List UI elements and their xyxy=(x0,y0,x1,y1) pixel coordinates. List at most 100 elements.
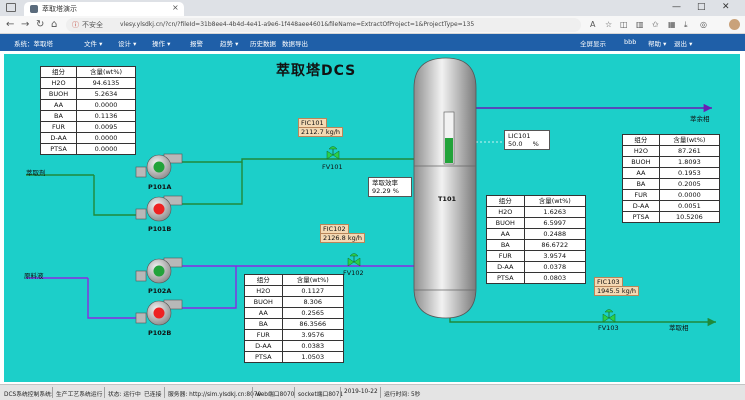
browser-tab-bar: 萃取塔演示 × — □ ✕ xyxy=(0,0,745,16)
content-cell: 0.0000 xyxy=(76,132,136,144)
component-cell: AA xyxy=(39,99,78,111)
p102b-label: P102B xyxy=(148,329,172,337)
p102a-label: P102A xyxy=(148,287,172,295)
tab-close-icon[interactable]: × xyxy=(172,3,179,12)
read-aloud-icon[interactable]: A xyxy=(590,20,596,29)
menu-export[interactable]: 数据导出 xyxy=(282,40,308,48)
content-cell: 0.1127 xyxy=(281,285,345,297)
menu-exit[interactable]: 退出 ▾ xyxy=(674,40,693,48)
window-close-icon[interactable]: ✕ xyxy=(722,2,730,12)
back-icon[interactable]: ← xyxy=(6,19,15,30)
menu-operate[interactable]: 操作 ▾ xyxy=(152,40,171,48)
valve-fv102[interactable] xyxy=(347,253,361,267)
valve-fv103[interactable] xyxy=(602,309,616,323)
component-cell: BUOH xyxy=(39,88,78,100)
reload-icon[interactable]: ↻ xyxy=(36,19,45,30)
tab-favicon-icon xyxy=(30,5,38,13)
content-cell: 8.306 xyxy=(281,296,345,308)
raffinate-line xyxy=(449,96,712,113)
mid-table-header-row: 组分含量(wt%) xyxy=(486,195,587,207)
fic103-value-box[interactable]: 1945.5 kg/h xyxy=(594,286,640,296)
fic102-value-box[interactable]: 2126.8 kg/h xyxy=(320,233,366,243)
component-cell: H2O xyxy=(486,206,525,218)
fic103-unit: kg/h xyxy=(621,287,637,295)
menu-user[interactable]: bbb xyxy=(624,38,637,46)
component-cell: AA xyxy=(486,228,525,240)
favorite-star-icon[interactable]: ☆ xyxy=(605,20,613,29)
component-cell: D-AA xyxy=(39,132,78,144)
component-cell: PTSA xyxy=(39,143,78,155)
menu-fullscreen[interactable]: 全屏显示 xyxy=(580,40,606,48)
pump-p102b[interactable] xyxy=(135,299,183,326)
home-icon[interactable]: ⌂ xyxy=(51,19,58,30)
lic101-label: LIC101 xyxy=(508,132,531,140)
valve-fv101[interactable] xyxy=(326,146,340,160)
column-t101[interactable] xyxy=(413,57,477,319)
p101b-label: P101B xyxy=(148,225,172,233)
window-maximize-icon[interactable]: □ xyxy=(697,2,706,12)
status-system-label: DCS系统控制系统: xyxy=(4,392,53,398)
tab-title: 萃取塔演示 xyxy=(42,5,77,13)
component-cell: AA xyxy=(622,167,660,179)
raffinate-outlet-label: 萃余相 xyxy=(690,115,710,123)
security-info-icon[interactable]: ⓘ xyxy=(72,21,79,29)
menu-design[interactable]: 设计 ▾ xyxy=(118,40,137,48)
downloads-icon[interactable]: ⤓ xyxy=(684,20,688,29)
feed-table-header-row: 组分含量(wt%) xyxy=(39,66,136,78)
url-input[interactable]: ⓘ 不安全 vlesy.ylsdkj.cn/?cn/?fileId=31b8ee… xyxy=(66,18,581,32)
extract-outlet-label: 萃取相 xyxy=(669,324,689,332)
status-connected: 已连接 xyxy=(144,392,162,398)
forward-icon[interactable]: → xyxy=(21,19,30,30)
menu-history[interactable]: 历史数据 xyxy=(250,40,276,48)
fic103-value: 1945.5 xyxy=(597,287,620,295)
window-minimize-icon[interactable]: — xyxy=(672,2,681,12)
feed-table-header-content: 含量(wt%) xyxy=(76,66,136,78)
extensions-icon[interactable]: ◫ xyxy=(620,20,628,29)
tab-actions-icon[interactable] xyxy=(6,3,16,12)
content-cell: 1.8093 xyxy=(658,156,721,168)
efficiency-label: 萃取效率 xyxy=(372,179,398,187)
content-cell: 3.9576 xyxy=(281,329,345,341)
browser-tab[interactable]: 萃取塔演示 × xyxy=(24,2,184,16)
fic101-value-box[interactable]: 2112.7 kg/h xyxy=(298,127,344,137)
pump-p102a[interactable] xyxy=(135,257,183,284)
copilot-icon[interactable]: ◎ xyxy=(700,20,707,29)
content-cell: 0.2005 xyxy=(658,178,721,190)
lic101-box[interactable]: LIC101 50.0 % xyxy=(504,130,550,150)
favorites-icon[interactable]: ✩ xyxy=(652,20,659,29)
profile-avatar[interactable] xyxy=(729,19,740,30)
feed-line xyxy=(26,265,424,319)
top-table-header-component: 组分 xyxy=(622,134,660,146)
menu-help[interactable]: 帮助 ▾ xyxy=(648,40,667,48)
p101a-label: P101A xyxy=(148,183,172,191)
feed-inlet-label: 原料液 xyxy=(24,272,44,280)
collections-icon[interactable]: ▦ xyxy=(668,20,676,29)
fic101-unit: kg/h xyxy=(325,128,341,136)
pump-p101a[interactable] xyxy=(135,153,183,180)
status-socket-port: socket端口8071 xyxy=(298,392,344,398)
menu-file[interactable]: 文件 ▾ xyxy=(84,40,103,48)
address-bar-row: ← → ↻ ⌂ ⓘ 不安全 vlesy.ylsdkj.cn/?cn/?fileI… xyxy=(0,16,745,34)
pump-p101b[interactable] xyxy=(135,195,183,222)
split-screen-icon[interactable]: ▥ xyxy=(636,20,644,29)
content-cell: 10.5206 xyxy=(658,211,721,223)
content-cell: 0.1136 xyxy=(76,110,136,122)
menu-alarm[interactable]: 报警 xyxy=(190,40,203,48)
menu-trend[interactable]: 趋势 ▾ xyxy=(220,40,239,48)
menu-system[interactable]: 系统：萃取塔 xyxy=(14,40,53,48)
content-cell: 1.0503 xyxy=(281,351,345,363)
component-cell: AA xyxy=(244,307,283,319)
